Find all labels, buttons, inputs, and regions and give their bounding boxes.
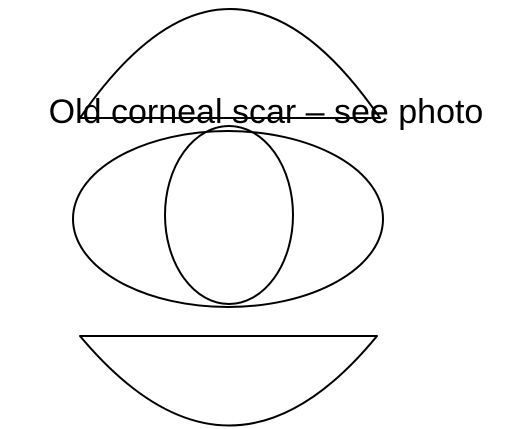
cornea-outline xyxy=(165,126,293,304)
corneal-scar-annotation: Old corneal scar – see photo xyxy=(0,92,532,132)
sclera-outline xyxy=(73,131,383,307)
lower-lid-shape xyxy=(80,336,377,426)
